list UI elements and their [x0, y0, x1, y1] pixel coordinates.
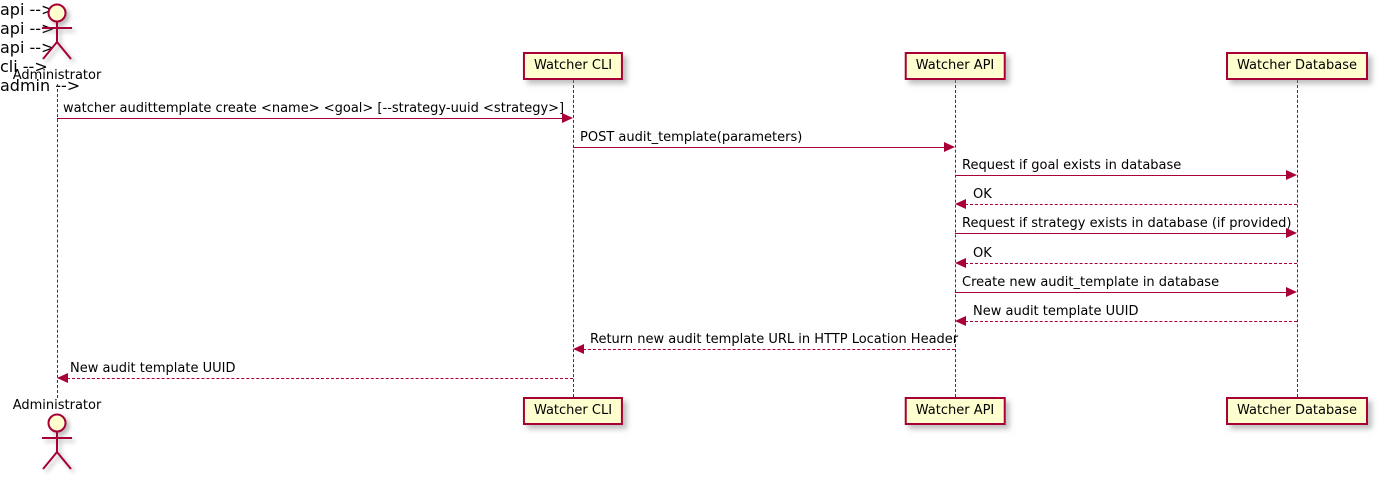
- arrowhead-icon: [955, 199, 966, 209]
- message-arrow: [955, 292, 1287, 293]
- message-arrow: [57, 118, 563, 119]
- message-arrow: [955, 175, 1287, 176]
- arrowhead-icon: [57, 373, 68, 383]
- participant-watcher-cli-bottom: Watcher CLI: [522, 397, 624, 425]
- arrowhead-icon: [955, 258, 966, 268]
- message-arrow: [965, 321, 1297, 322]
- message-label: Request if goal exists in database: [962, 158, 1182, 173]
- participant-watcher-cli-top: Watcher CLI: [522, 52, 624, 80]
- lifeline-watcher-api: [955, 80, 956, 397]
- arrowhead-icon: [1286, 287, 1297, 297]
- message-arrow: [955, 233, 1287, 234]
- message-label: Create new audit_template in database: [962, 275, 1220, 290]
- arrowhead-icon: [573, 344, 584, 354]
- participant-watcher-database-top: Watcher Database: [1226, 52, 1368, 80]
- message-label: New audit template UUID: [70, 361, 236, 376]
- administrator-label-bottom: Administrator: [12, 398, 102, 413]
- message-arrow: [583, 349, 955, 350]
- administrator-label-top: Administrator: [12, 68, 102, 83]
- message-label: Request if strategy exists in database (…: [962, 216, 1292, 231]
- message-arrow: [573, 147, 945, 148]
- arrowhead-icon: [562, 113, 573, 123]
- participant-watcher-database-bottom: Watcher Database: [1226, 397, 1368, 425]
- message-label: New audit template UUID: [973, 304, 1139, 319]
- message-label: OK: [973, 187, 992, 202]
- message-label: Return new audit template URL in HTTP Lo…: [590, 332, 959, 347]
- message-label: POST audit_template(parameters): [580, 130, 803, 145]
- lifeline-administrator: [57, 84, 58, 398]
- administrator-actor-icon: [42, 3, 72, 60]
- arrowhead-icon: [1286, 228, 1297, 238]
- lifeline-watcher-database: [1297, 80, 1298, 397]
- lifeline-watcher-cli: [573, 80, 574, 397]
- participant-watcher-api-bottom: Watcher API: [904, 397, 1006, 425]
- arrowhead-icon: [955, 316, 966, 326]
- message-label: OK: [973, 246, 992, 261]
- administrator-actor-icon: [42, 413, 72, 470]
- arrowhead-icon: [944, 142, 955, 152]
- arrowhead-icon: [1286, 170, 1297, 180]
- participant-watcher-api-top: Watcher API: [904, 52, 1006, 80]
- message-label: watcher audittemplate create <name> <goa…: [63, 101, 565, 116]
- message-arrow: [965, 204, 1297, 205]
- message-arrow: [965, 263, 1297, 264]
- message-arrow: [67, 378, 573, 379]
